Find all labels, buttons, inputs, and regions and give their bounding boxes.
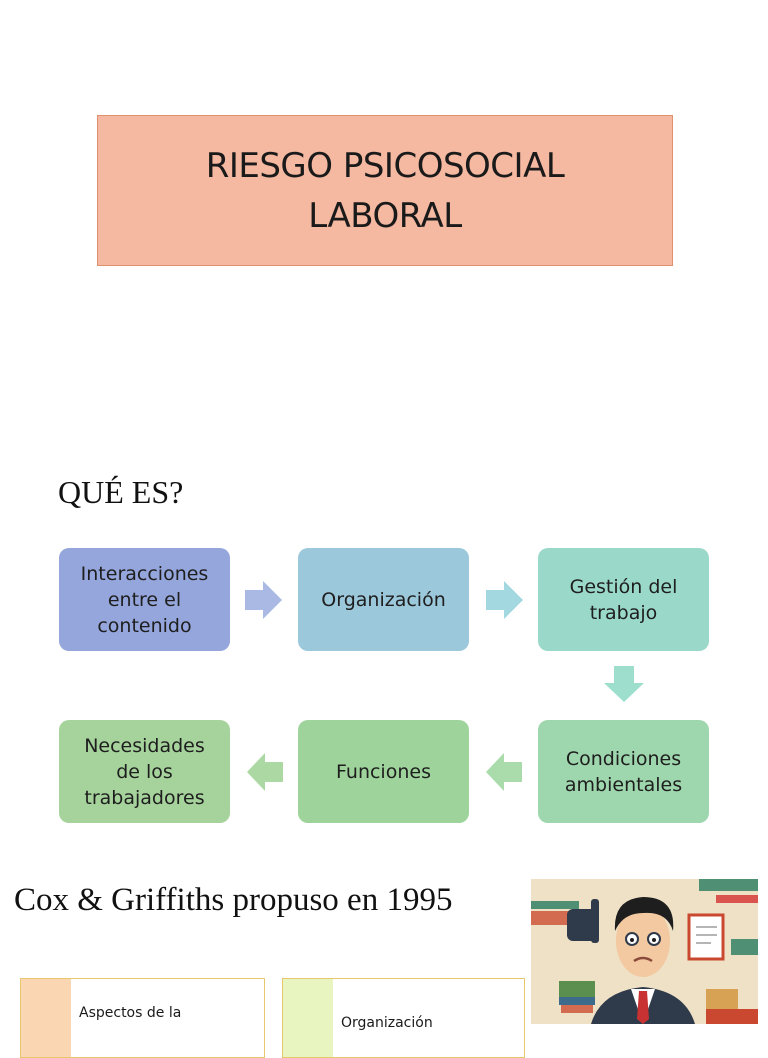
arrow-right-icon — [486, 581, 523, 619]
flow-node-organizacion: Organización — [298, 548, 469, 651]
flow-node-necesidades: Necesidades de los trabajadores — [59, 720, 230, 823]
flow-node-funciones: Funciones — [298, 720, 469, 823]
flow-node-interacciones: Interacciones entre el contenido — [59, 548, 230, 651]
card-tab — [283, 979, 333, 1057]
page-title: RIESGO PSICOSOCIAL LABORAL — [205, 145, 565, 236]
stressed-worker-illustration — [531, 879, 758, 1024]
section-heading-cox: Cox & Griffiths propuso en 1995 — [14, 882, 453, 918]
card-tab — [21, 979, 71, 1057]
arrow-right-icon — [245, 581, 282, 619]
info-card-aspectos: Aspectos de la — [20, 978, 265, 1058]
arrow-left-icon — [486, 753, 522, 791]
card-text: Organización — [341, 1015, 433, 1031]
flow-node-gestion: Gestión del trabajo — [538, 548, 709, 651]
arrow-left-icon — [247, 753, 283, 791]
arrow-down-icon — [604, 666, 644, 702]
section-heading-que-es: QUÉ ES? — [58, 474, 184, 510]
flow-node-condiciones: Condiciones ambientales — [538, 720, 709, 823]
title-box: RIESGO PSICOSOCIAL LABORAL — [97, 115, 673, 266]
card-text: Aspectos de la — [79, 1005, 182, 1021]
info-card-organizacion: Organización — [282, 978, 525, 1058]
